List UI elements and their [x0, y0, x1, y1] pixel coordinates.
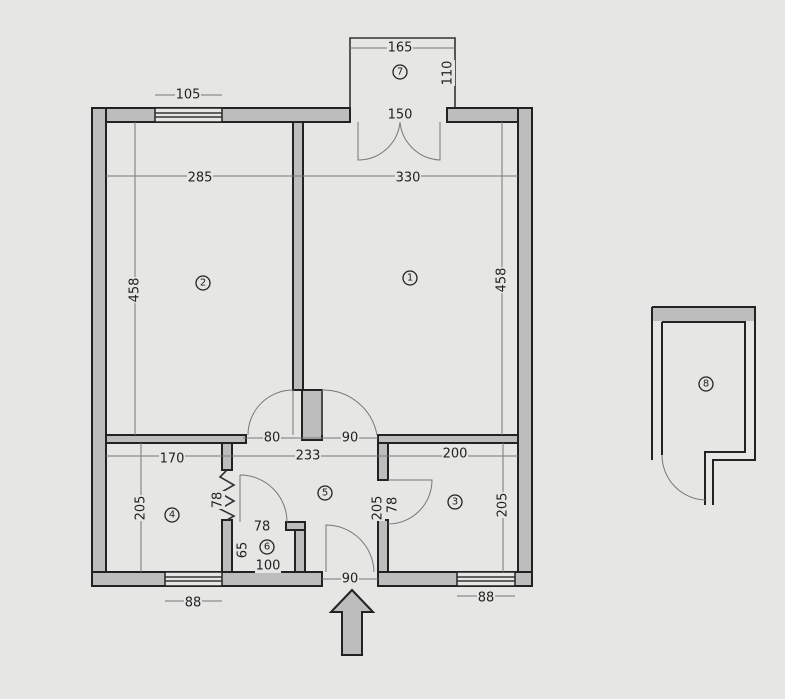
room-number-circle	[392, 64, 408, 80]
room-number: 5	[322, 488, 328, 499]
dimension-label: 100	[256, 559, 281, 574]
entrance-arrow-icon	[328, 588, 376, 656]
label-background	[477, 591, 495, 605]
dimension-label: 80	[264, 431, 281, 446]
label-background	[159, 452, 185, 466]
wall-room4-lower	[221, 519, 233, 573]
door-entrance	[325, 524, 375, 573]
window-room3	[456, 571, 516, 587]
label-background	[442, 447, 468, 461]
room-number: 7	[397, 67, 403, 78]
label-background	[255, 559, 281, 573]
door-room3	[387, 479, 433, 525]
wall-horizontal-left	[105, 434, 247, 444]
storage-room	[651, 306, 756, 505]
room-number-circle	[317, 485, 333, 501]
room-number: 3	[452, 497, 458, 508]
room-number: 4	[169, 510, 175, 521]
label-background	[175, 88, 201, 102]
label-background	[371, 495, 385, 521]
dimension-label: 233	[296, 449, 321, 464]
room-number-circle	[195, 275, 211, 291]
dimension-label: 110	[441, 61, 456, 86]
walls	[91, 107, 533, 587]
wall-left	[91, 107, 107, 587]
wall-room3-lower	[377, 519, 389, 573]
label-background	[496, 492, 510, 518]
label-background	[387, 41, 413, 55]
label-background	[128, 277, 142, 303]
dimension-label: 170	[160, 452, 185, 467]
label-background	[187, 171, 213, 185]
radiator-zigzag	[218, 469, 236, 521]
wall-closet-top	[285, 521, 306, 531]
dimension-label: 150	[388, 108, 413, 123]
room-number: 8	[703, 379, 709, 390]
dimension-label: 90	[342, 572, 359, 587]
doors	[218, 121, 441, 573]
label-background	[387, 108, 413, 122]
window-top	[154, 107, 223, 123]
label-background	[495, 267, 509, 293]
wall-right	[517, 107, 533, 587]
dimension-label: 205	[371, 496, 386, 521]
dimension-label: 205	[134, 496, 149, 521]
dimension-label: 88	[185, 596, 202, 611]
door-balcony	[357, 121, 441, 161]
room-number-circle	[447, 494, 463, 510]
label-background	[341, 431, 359, 445]
dimension-label: 285	[188, 171, 213, 186]
dimension-label: 78	[211, 492, 226, 509]
dimension-label: 78	[386, 497, 401, 514]
dimension-label: 200	[443, 447, 468, 462]
storage-door	[661, 454, 706, 501]
label-background	[441, 60, 455, 86]
wall-block	[301, 389, 323, 441]
dimension-label: 88	[478, 591, 495, 606]
room-number-circle	[698, 376, 714, 392]
room-number-circle	[259, 539, 275, 555]
label-background	[395, 171, 421, 185]
room-number: 6	[264, 542, 270, 553]
label-background	[236, 541, 250, 559]
window-room4	[164, 571, 223, 587]
room-number: 2	[200, 278, 206, 289]
dimension-label: 205	[496, 493, 511, 518]
wall-room3-upper	[377, 442, 389, 481]
dimension-label: 458	[495, 268, 510, 293]
label-background	[386, 496, 400, 514]
label-background	[263, 431, 281, 445]
label-background	[134, 495, 148, 521]
dimension-label: 330	[396, 171, 421, 186]
room-number-circle	[164, 507, 180, 523]
dimension-lines	[106, 47, 518, 602]
dimension-label: 165	[388, 41, 413, 56]
dimension-label: 105	[176, 88, 201, 103]
door-closet	[239, 474, 288, 523]
dimension-label: 90	[342, 431, 359, 446]
label-background	[211, 491, 225, 509]
storage-wall-fill	[653, 308, 754, 321]
dimension-label: 78	[254, 520, 271, 535]
door-room1	[321, 389, 378, 436]
label-background	[184, 596, 202, 610]
label-background	[341, 572, 359, 586]
room-number-circle	[402, 270, 418, 286]
wall-horizontal-right	[377, 434, 519, 444]
wall-rooms-1-2	[292, 121, 304, 391]
dimension-label: 458	[128, 278, 143, 303]
door-room2	[247, 389, 294, 436]
label-background	[253, 520, 271, 534]
label-background	[295, 449, 321, 463]
dimension-label: 65	[236, 542, 251, 559]
room-number: 1	[407, 273, 413, 284]
windows	[154, 107, 516, 587]
